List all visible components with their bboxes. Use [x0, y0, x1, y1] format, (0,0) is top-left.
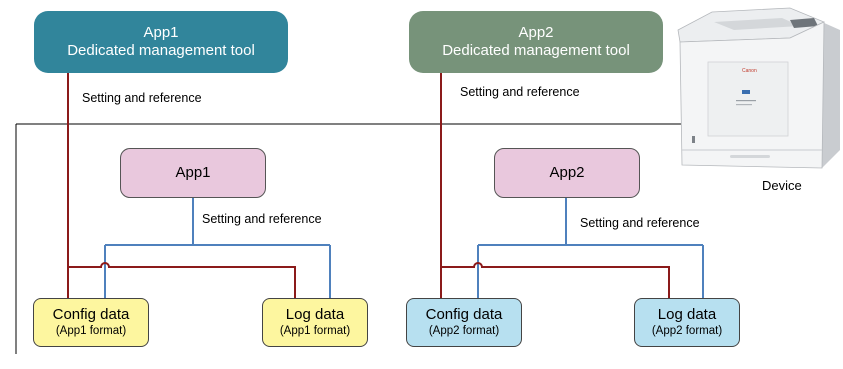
app1-log-title: Log data [285, 306, 345, 324]
app1-tool-name: App1 [143, 24, 179, 41]
app2-tool-subtitle: Dedicated management tool [442, 42, 630, 59]
tool2-connector-label: Setting and reference [460, 85, 580, 99]
app1-tool-subtitle: Dedicated management tool [67, 42, 255, 59]
app2-label: App2 [549, 164, 585, 181]
app2-config-data[interactable]: Config data (App2 format) [406, 298, 522, 347]
app2-tool-name: App2 [518, 24, 554, 41]
app2-config-format: (App2 format) [428, 325, 500, 338]
device-boundary [15, 123, 690, 354]
app2-management-tool[interactable]: App2 Dedicated management tool [409, 11, 663, 73]
tool1-connector [67, 73, 296, 298]
tool1-connector-label: Setting and reference [82, 91, 202, 105]
app1-label: App1 [175, 164, 211, 181]
device-brand: Canon [742, 68, 757, 74]
printer-icon: Canon [677, 7, 840, 169]
app2-connector [477, 198, 704, 298]
app1-log-data[interactable]: Log data (App1 format) [262, 298, 368, 347]
app1-management-tool[interactable]: App1 Dedicated management tool [34, 11, 288, 73]
app2-log-data[interactable]: Log data (App2 format) [634, 298, 740, 347]
app1-log-format: (App1 format) [279, 325, 351, 338]
app1-config-format: (App1 format) [55, 325, 127, 338]
app1-connector [104, 198, 331, 298]
app1-connector-label: Setting and reference [202, 212, 322, 226]
app2-log-title: Log data [657, 306, 717, 324]
app2-log-format: (App2 format) [651, 325, 723, 338]
tool2-connector [440, 73, 670, 298]
app1-config-data[interactable]: Config data (App1 format) [33, 298, 149, 347]
app1-config-title: Config data [52, 306, 130, 324]
app1-node[interactable]: App1 [120, 148, 266, 198]
app2-connector-label: Setting and reference [580, 216, 700, 230]
app2-config-title: Config data [425, 306, 503, 324]
app2-node[interactable]: App2 [494, 148, 640, 198]
device-label: Device [762, 178, 802, 193]
